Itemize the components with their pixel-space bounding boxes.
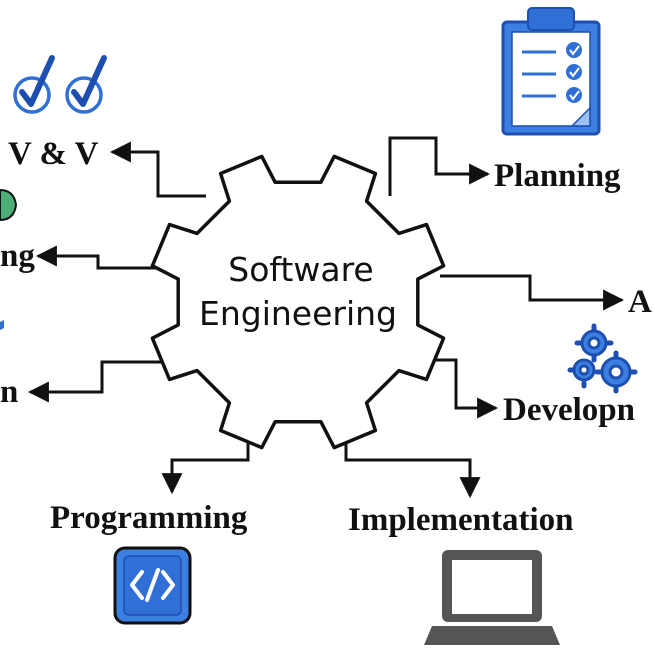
clipboard-checklist-icon bbox=[501, 7, 601, 136]
label-left-middle: ng bbox=[0, 238, 35, 274]
gear-title-line1: Software bbox=[228, 250, 373, 289]
label-programming: Programming bbox=[50, 500, 248, 536]
arrow-to-planning bbox=[388, 136, 491, 196]
label-planning: Planning bbox=[494, 158, 621, 194]
label-development: Developn bbox=[503, 392, 635, 428]
gear-title-line2: Engineering bbox=[199, 294, 397, 333]
partial-icon-left-lower bbox=[0, 320, 4, 330]
arrow-to-vv bbox=[109, 141, 206, 198]
arrow-to-left-bottom bbox=[27, 360, 178, 403]
label-left-bottom: n bbox=[0, 374, 18, 410]
laptop-icon bbox=[424, 550, 560, 645]
gears-icon bbox=[567, 323, 638, 394]
arrow-to-development bbox=[430, 358, 499, 419]
central-gear: Software Engineering bbox=[150, 154, 446, 450]
label-right-middle: A bbox=[628, 284, 652, 320]
checkmark-icon bbox=[13, 55, 107, 114]
code-file-icon bbox=[113, 546, 192, 625]
arrow-to-right-middle bbox=[440, 274, 625, 311]
partial-icon-left bbox=[0, 188, 18, 222]
gear-icon bbox=[150, 154, 446, 450]
label-implementation: Implementation bbox=[348, 502, 574, 538]
label-vv: V & V bbox=[8, 136, 99, 172]
arrow-to-left-middle bbox=[35, 245, 162, 270]
